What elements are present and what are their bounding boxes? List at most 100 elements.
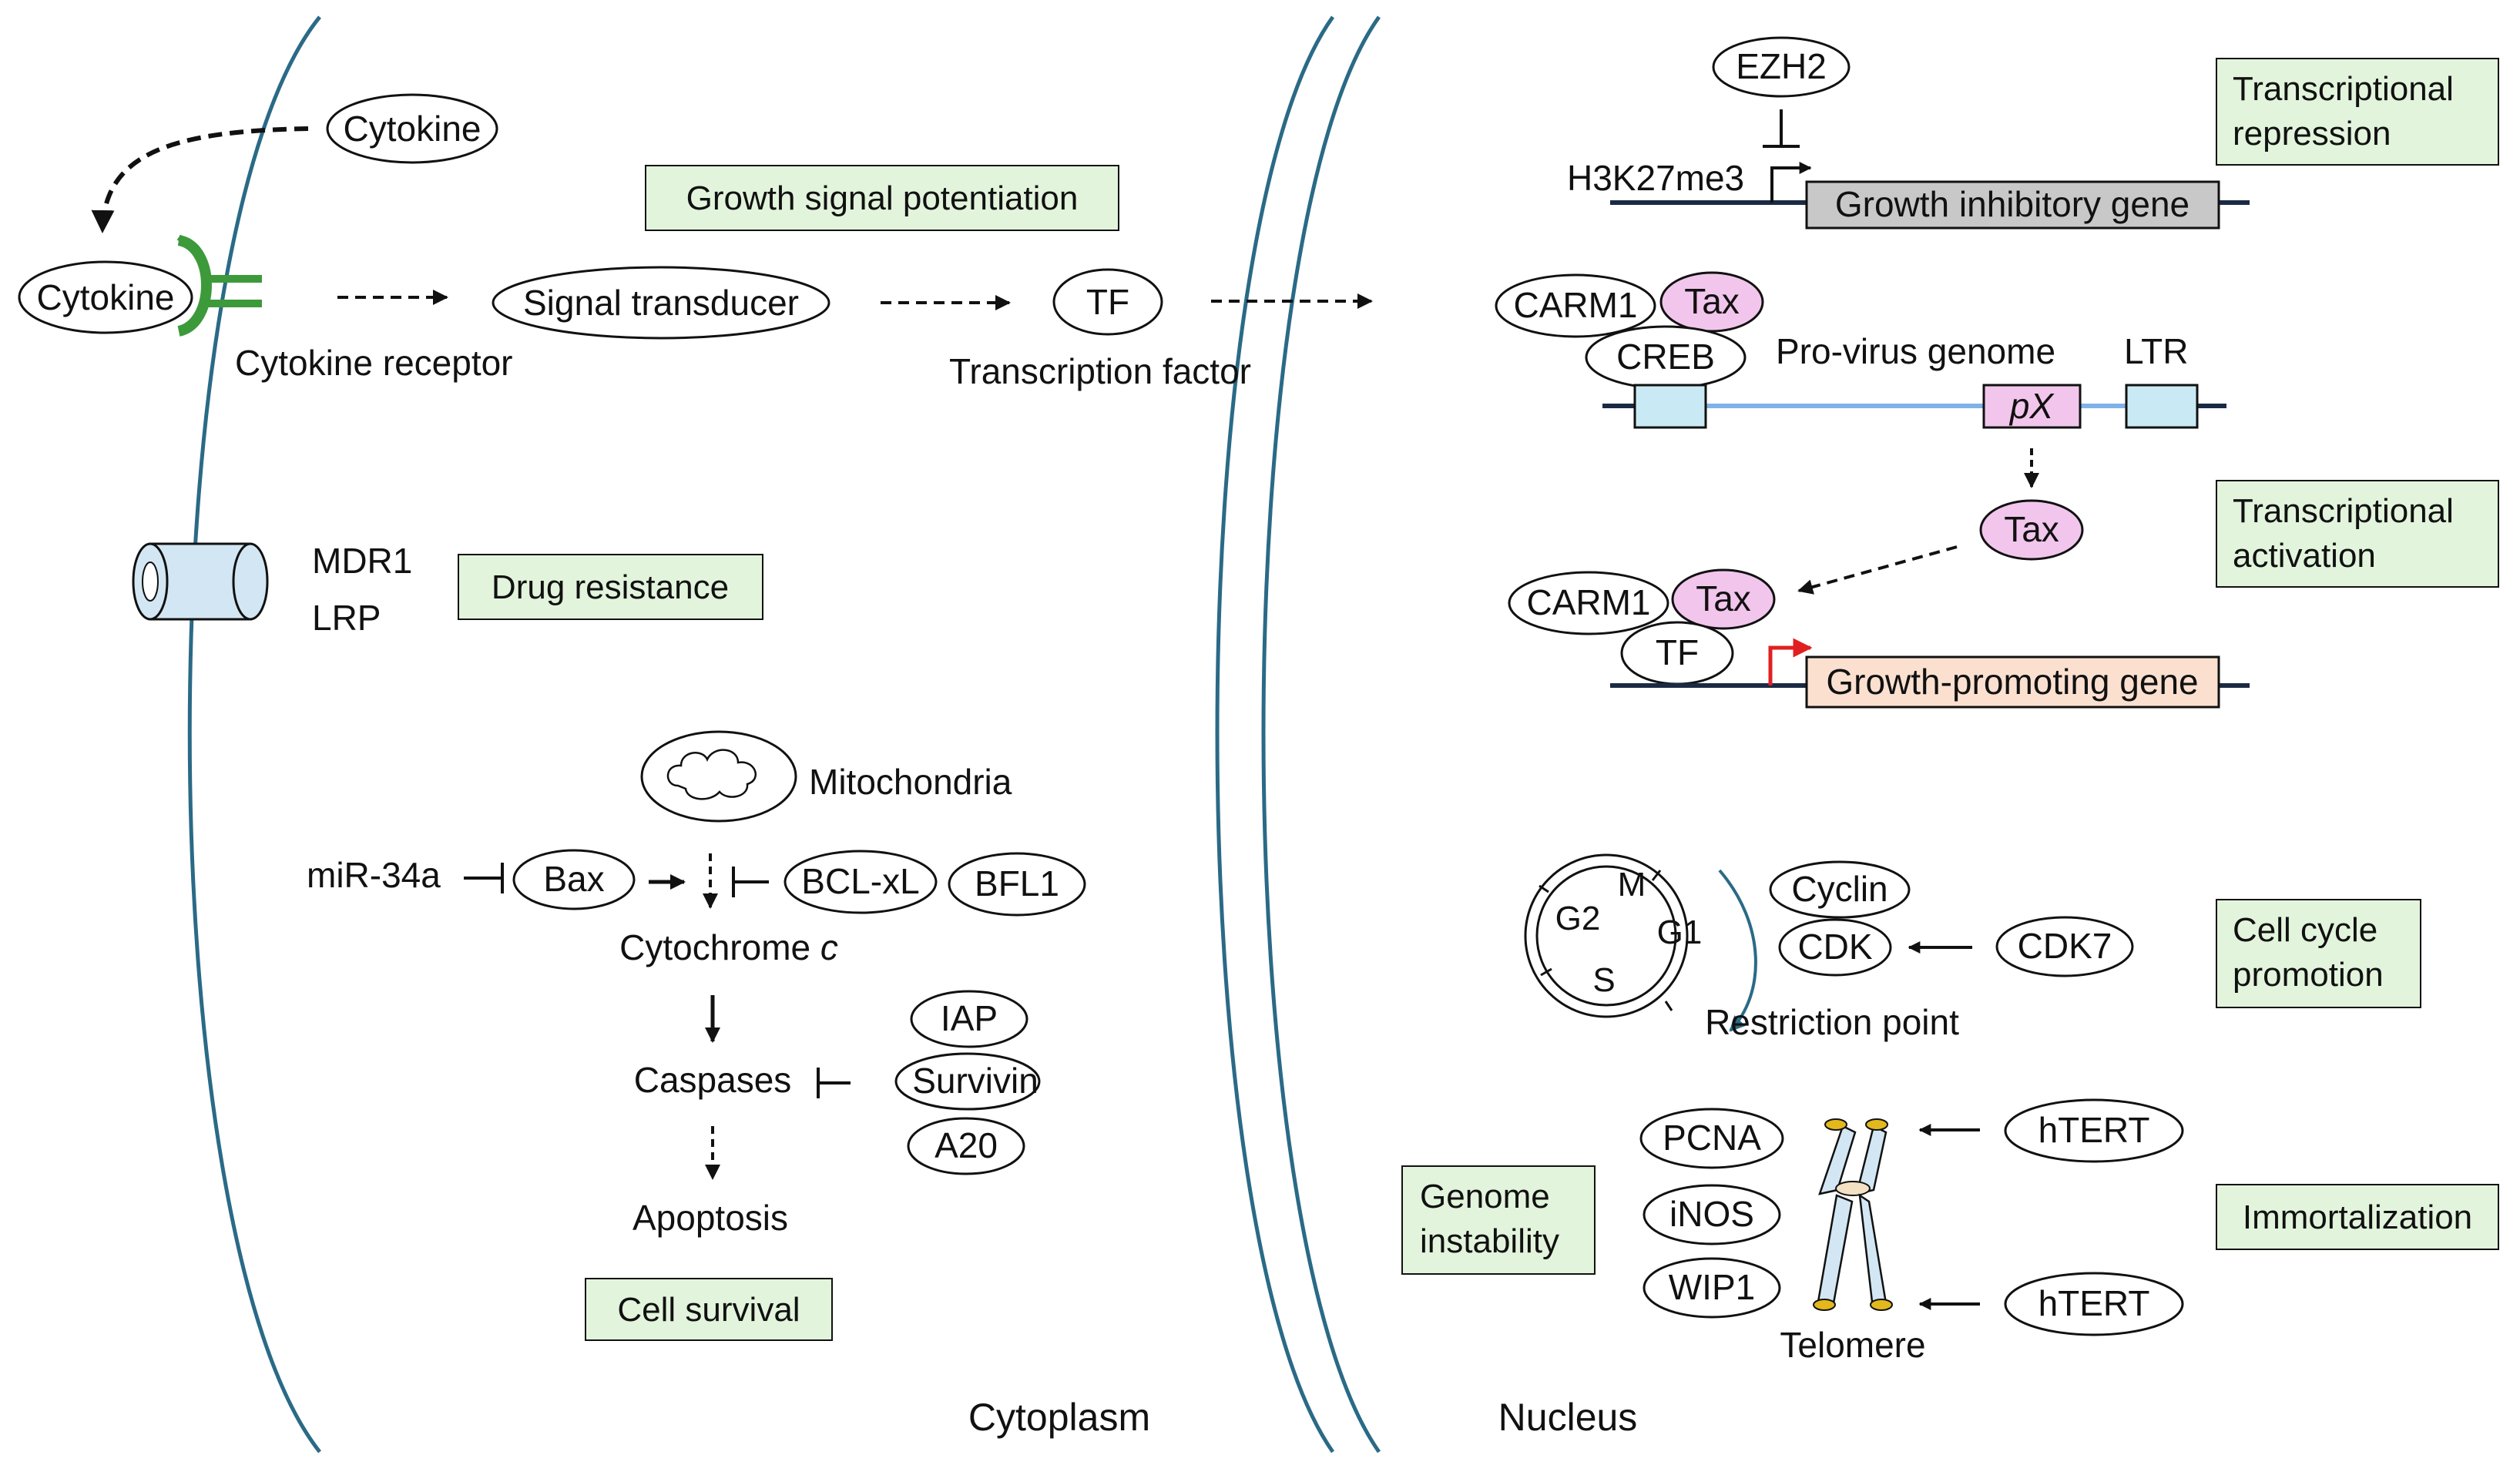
- svg-text:CREB: CREB: [1616, 337, 1715, 377]
- growth-promoting-gene: Growth-promoting gene: [1805, 655, 2220, 709]
- svg-text:TF: TF: [1086, 282, 1129, 322]
- bclxl-node: BCL-xL: [784, 850, 938, 914]
- h3k27me3-label: H3K27me3: [1567, 158, 1744, 198]
- svg-text:Cytokine: Cytokine: [344, 109, 482, 149]
- svg-text:hTERT: hTERT: [2038, 1283, 2150, 1323]
- htert-node-top: hTERT: [2004, 1098, 2184, 1163]
- category-immortalization: Immortalization: [2216, 1184, 2499, 1250]
- svg-text:BCL-xL: BCL-xL: [801, 861, 919, 901]
- iap-node: IAP: [910, 990, 1028, 1048]
- tf-node-activation: TF: [1620, 621, 1734, 686]
- telomere-label: Telomere: [1780, 1325, 1925, 1365]
- cytoplasm-label: Cytoplasm: [968, 1396, 1150, 1439]
- ltr-label: LTR: [2124, 331, 2189, 371]
- svg-text:Drug resistance: Drug resistance: [492, 568, 729, 606]
- bfl1-node: BFL1: [948, 852, 1086, 917]
- inos-node: iNOS: [1643, 1184, 1781, 1245]
- svg-text:Bax: Bax: [543, 859, 604, 899]
- cytokine-free: Cytokine: [326, 93, 498, 164]
- svg-text:Cyclin: Cyclin: [1791, 869, 1887, 909]
- svg-text:G1: G1: [1657, 913, 1703, 951]
- svg-text:G2: G2: [1555, 900, 1601, 937]
- arrow-tax-to-complex: [1797, 545, 1958, 595]
- cyclin-node: Cyclin: [1769, 860, 1911, 919]
- cytokine-binding-arrow: [91, 126, 309, 233]
- tf-node: TF: [1052, 268, 1163, 336]
- growth-inhibitory-gene: Growth inhibitory gene: [1805, 180, 2220, 230]
- svg-text:repression: repression: [2233, 115, 2391, 153]
- svg-text:TF: TF: [1656, 632, 1699, 672]
- cell-cycle-progression-arrow: [1718, 869, 1757, 1032]
- carm1-node-activation: CARM1: [1508, 571, 1669, 635]
- mitochondria-cloud-icon: [666, 749, 757, 800]
- svg-text:EZH2: EZH2: [1736, 46, 1827, 86]
- wip1-node: WIP1: [1643, 1257, 1781, 1319]
- svg-text:WIP1: WIP1: [1669, 1267, 1755, 1307]
- svg-text:Immortalization: Immortalization: [2243, 1198, 2472, 1236]
- tax-node-provirus: Tax: [1659, 271, 1764, 333]
- telomere-cap-top-right: [1865, 1118, 1888, 1131]
- tf-caption: Transcription factor: [949, 351, 1251, 391]
- category-transcriptional-activation: Transcriptional activation: [2216, 480, 2499, 588]
- svg-text:IAP: IAP: [941, 998, 998, 1038]
- svg-text:Cytokine: Cytokine: [37, 277, 175, 317]
- mitochondria: [640, 730, 797, 823]
- plasma-membrane: [187, 15, 321, 1453]
- inhibition-bclxl: [732, 867, 769, 897]
- nuclear-envelope-inner: [1261, 15, 1381, 1453]
- svg-text:CARM1: CARM1: [1513, 285, 1637, 325]
- transporter-channel-icon: [132, 542, 269, 621]
- carm1-node-provirus: CARM1: [1495, 273, 1656, 338]
- category-cell-cycle-promotion: Cell cycle promotion: [2216, 899, 2421, 1008]
- ezh2-node: EZH2: [1712, 36, 1851, 98]
- svg-text:Genome: Genome: [1420, 1178, 1550, 1215]
- a20-node: A20: [907, 1117, 1025, 1175]
- mitochondria-label: Mitochondria: [809, 762, 1012, 802]
- svg-text:CDK: CDK: [1797, 927, 1872, 967]
- signal-transducer: Signal transducer: [492, 266, 830, 340]
- inhibition-ezh2-promoter: [1763, 109, 1800, 148]
- telomere-cap-bottom-right: [1870, 1299, 1893, 1311]
- svg-text:instability: instability: [1420, 1222, 1559, 1260]
- svg-text:Growth-promoting gene: Growth-promoting gene: [1826, 662, 2198, 702]
- nuclear-envelope-outer: [1215, 15, 1335, 1453]
- cell-cycle-diagram: M G2 G1 S: [1524, 853, 1703, 1018]
- category-cell-survival: Cell survival: [585, 1278, 833, 1341]
- nucleus-label: Nucleus: [1498, 1396, 1638, 1439]
- svg-text:Growth signal potentiation: Growth signal potentiation: [686, 179, 1079, 217]
- svg-text:M: M: [1618, 866, 1646, 903]
- category-transcriptional-repression: Transcriptional repression: [2216, 58, 2499, 166]
- svg-text:S: S: [1592, 961, 1615, 999]
- cytokine-receptor-icon: [176, 234, 262, 337]
- telomere-cap-bottom-left: [1813, 1299, 1836, 1311]
- svg-text:pX: pX: [2008, 386, 2055, 426]
- htert-node-bottom: hTERT: [2004, 1272, 2184, 1336]
- cytochrome-c-label: Cytochrome c: [619, 927, 838, 967]
- tax-node-activation: Tax: [1671, 568, 1776, 630]
- cdk-node: CDK: [1778, 918, 1892, 977]
- pcna-node: PCNA: [1639, 1108, 1784, 1169]
- telomere-cap-top-left: [1824, 1118, 1847, 1131]
- provirus-genome-label: Pro-virus genome: [1776, 331, 2055, 371]
- mir34a-label: miR-34a: [307, 855, 441, 895]
- lrp-label: LRP: [312, 598, 381, 638]
- svg-text:Tax: Tax: [2004, 509, 2059, 549]
- svg-text:PCNA: PCNA: [1663, 1118, 1761, 1158]
- apoptosis-label: Apoptosis: [633, 1198, 788, 1238]
- category-genome-instability: Genome instability: [1401, 1165, 1596, 1275]
- cdk7-node: CDK7: [1995, 916, 2134, 977]
- tax-product-node: Tax: [1979, 499, 2084, 561]
- promoter-arrow-repression: [1770, 162, 1812, 203]
- svg-text:Cell survival: Cell survival: [617, 1291, 800, 1329]
- svg-text:iNOS: iNOS: [1669, 1194, 1754, 1234]
- svg-text:Tax: Tax: [1696, 578, 1751, 618]
- svg-text:activation: activation: [2233, 537, 2376, 575]
- inhibition-iap-caspases: [817, 1068, 851, 1098]
- cytokine-receptor-label: Cytokine receptor: [235, 343, 513, 383]
- chromosome-icon: [1813, 1118, 1893, 1311]
- ltr-box-right: [2125, 384, 2199, 429]
- category-growth-signal: Growth signal potentiation: [645, 165, 1119, 231]
- svg-text:Growth inhibitory gene: Growth inhibitory gene: [1835, 184, 2189, 224]
- svg-text:Tax: Tax: [1684, 281, 1740, 321]
